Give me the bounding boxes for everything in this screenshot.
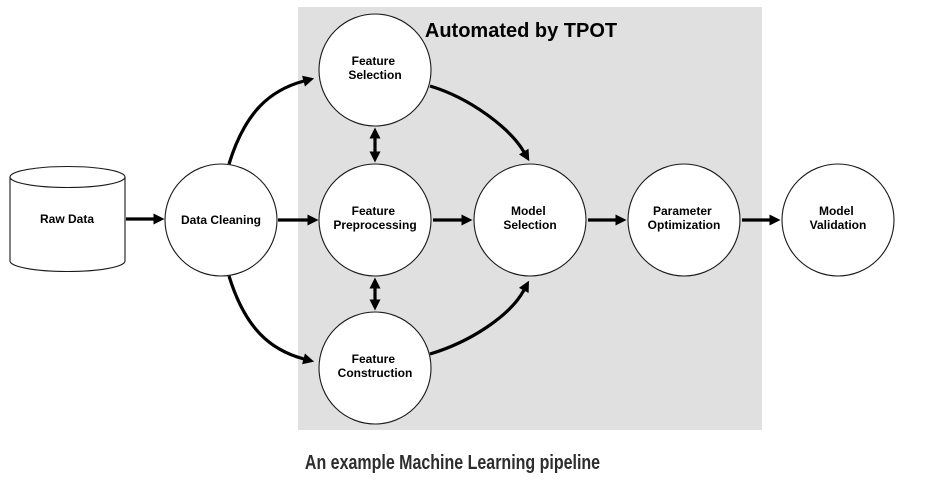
feature-selection-label: Feature Selection — [348, 54, 401, 82]
node-model-selection — [473, 163, 587, 277]
node-feature-selection — [318, 13, 432, 127]
node-raw-data-cylinder-top — [9, 165, 126, 189]
edge-datacleaning-featureselection-arrow — [227, 75, 315, 165]
node-model-validation — [781, 163, 895, 277]
model-validation-label: Model Validation — [810, 204, 867, 232]
node-feature-construction — [318, 311, 432, 425]
feature-construction-label: Feature Construction — [338, 352, 413, 380]
diagram-caption-text: An example Machine Learning pipeline — [304, 452, 601, 474]
node-parameter-optimization — [627, 163, 741, 277]
edge-featureconstruction-modelselection-arrow — [429, 280, 529, 356]
edge-datacleaning-featureconstruction-arrow — [227, 275, 315, 365]
model-selection-label: Model Selection — [503, 204, 556, 232]
data-cleaning-label: Data Cleaning — [181, 213, 261, 227]
diagram-caption: An example Machine Learning pipeline — [0, 452, 925, 475]
parameter-optimization-label: Parameter Optimization — [648, 204, 721, 232]
node-feature-preprocessing — [318, 163, 432, 277]
feature-preprocessing-label: Feature Preprocessing — [333, 204, 416, 232]
tpot-box-title: Automated by TPOT — [425, 20, 617, 42]
node-raw-data-cylinder — [9, 177, 126, 273]
raw-data-label: Raw Data — [40, 212, 94, 226]
node-data-cleaning — [164, 163, 278, 277]
pipeline-diagram: Automated by TPOT — [9, 7, 895, 430]
edge-featureselection-modelselection-arrow — [429, 84, 530, 162]
